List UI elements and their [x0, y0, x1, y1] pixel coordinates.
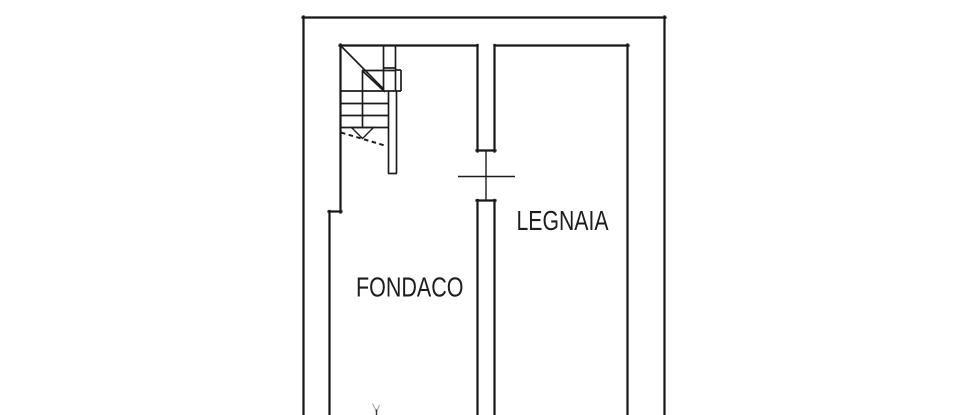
outer-wall-outline — [301, 15, 667, 415]
stair-diagonal-main — [340, 45, 385, 91]
stair-arrow-head — [349, 126, 376, 140]
staircase-symbol — [340, 45, 402, 175]
door-opening-symbol — [458, 151, 515, 200]
stair-diagonal-short — [361, 69, 386, 93]
partition-wall — [475, 43, 497, 415]
room-label-fondaco: FONDACO — [356, 272, 464, 303]
stair-break-line — [340, 131, 387, 147]
room-label-legnaia: LEGNAIA — [517, 205, 609, 236]
inner-wall-lines — [327, 43, 630, 415]
bottom-partial-door-mark — [371, 403, 381, 415]
